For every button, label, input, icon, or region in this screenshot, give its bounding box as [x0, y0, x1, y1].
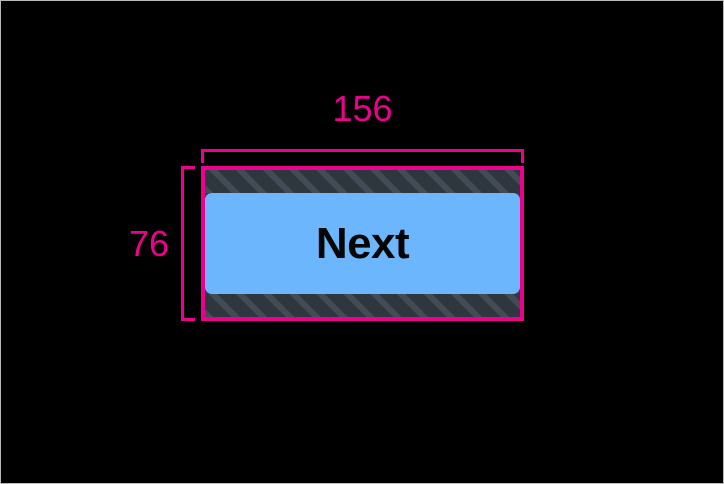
- measured-widget-box: Next: [205, 170, 520, 317]
- height-caliper-tick-bottom: [181, 318, 195, 321]
- measured-widget-outline: Next: [201, 166, 524, 321]
- widget-content-slot: Next: [205, 193, 520, 294]
- width-caliper: [201, 149, 524, 163]
- height-caliper-tick-top: [181, 166, 195, 169]
- width-caliper-bar: [201, 149, 524, 152]
- height-measurement-label: 76: [128, 222, 169, 264]
- width-caliper-tick-right: [521, 149, 524, 163]
- height-caliper: [181, 166, 195, 321]
- padding-hatch-top: [205, 170, 520, 193]
- width-caliper-tick-left: [201, 149, 204, 163]
- width-measurement-label: 156: [332, 88, 393, 129]
- next-button[interactable]: Next: [205, 193, 520, 294]
- padding-hatch-bottom: [205, 294, 520, 317]
- height-caliper-bar: [181, 166, 184, 321]
